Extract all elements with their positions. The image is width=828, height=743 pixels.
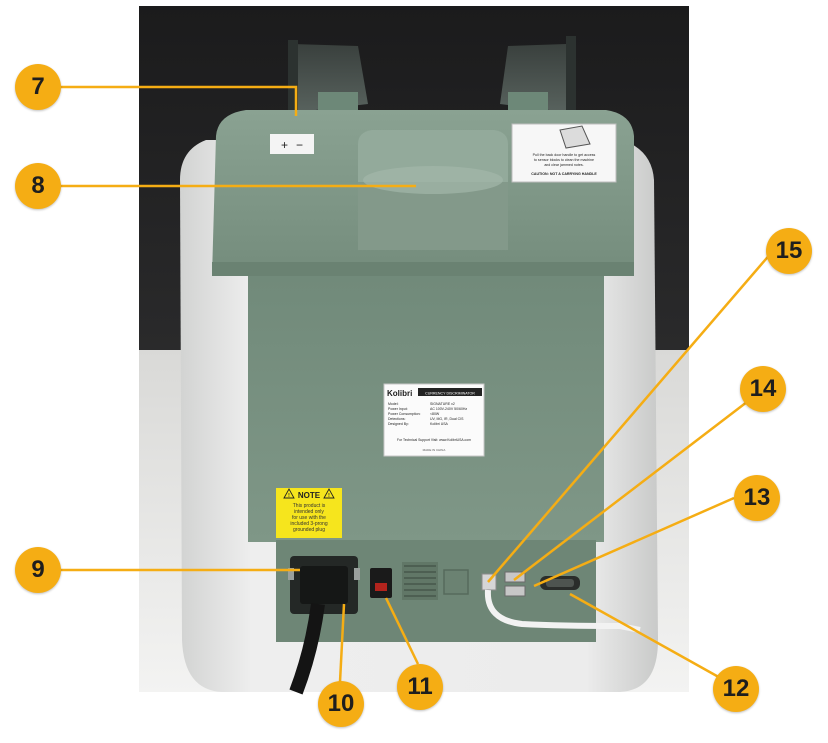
warning-line-2: to sensor blocks to clean the machine bbox=[534, 158, 594, 162]
warning-line-3: and clear jammed notes. bbox=[544, 163, 583, 167]
power-switch bbox=[370, 568, 392, 598]
note-line-4: included 3-prong bbox=[290, 521, 327, 527]
callout-10: 10 bbox=[318, 681, 364, 727]
callout-15: 15 bbox=[766, 228, 812, 274]
label-support: For Technical Support Visit: www.Kolibri… bbox=[397, 438, 471, 442]
callout-8: 8 bbox=[15, 163, 61, 209]
label-key-2: Power Consumption: bbox=[388, 412, 421, 416]
leader-line-12 bbox=[569, 592, 725, 682]
label-value-1: AC 100V-240V 50/60Hz bbox=[430, 407, 467, 411]
note-line-2: intended only bbox=[294, 509, 324, 515]
label-key-1: Power Input: bbox=[388, 407, 408, 411]
leader-line-13 bbox=[533, 496, 735, 588]
note-line-3: for use with the bbox=[292, 515, 326, 521]
leader-line-7 bbox=[58, 85, 298, 116]
label-header: CURRENCY DISCRIMINATOR bbox=[425, 392, 475, 396]
label-key-3: Detections: bbox=[388, 417, 406, 421]
callout-11: 11 bbox=[397, 664, 443, 710]
back-door-handle bbox=[358, 130, 508, 250]
leader-line-15 bbox=[487, 251, 773, 583]
rear-ports bbox=[443, 569, 641, 633]
tension-minus-text: − bbox=[296, 138, 303, 152]
tension-plus-text: + bbox=[281, 138, 288, 152]
callout-14: 14 bbox=[740, 366, 786, 412]
note-line-5: grounded plug bbox=[293, 527, 325, 533]
warning-sticker: Pull the back door handle to get access … bbox=[511, 123, 617, 183]
warning-line-1: Pull the back door handle to get access bbox=[533, 153, 596, 157]
svg-text:!: ! bbox=[328, 493, 330, 499]
callout-12: 12 bbox=[713, 666, 759, 712]
product-label: Kolibri CURRENCY DISCRIMINATOR Model: SI… bbox=[383, 383, 485, 457]
svg-text:!: ! bbox=[288, 493, 290, 499]
label-value-0: SIGNATURE v2 bbox=[430, 402, 455, 406]
callout-9: 9 bbox=[15, 547, 61, 593]
note-line-1: This product is bbox=[293, 503, 326, 509]
label-value-2: <80W bbox=[430, 412, 440, 416]
callout-7: 7 bbox=[15, 64, 61, 110]
warning-caution: CAUTION: NOT A CARRYING HANDLE bbox=[531, 172, 597, 176]
label-key-4: Designed By: bbox=[388, 422, 409, 426]
leader-lines bbox=[58, 85, 773, 683]
label-value-4: Kolibri USA bbox=[430, 422, 449, 426]
leader-line-10 bbox=[338, 603, 346, 683]
callout-13: 13 bbox=[734, 475, 780, 521]
note-title: NOTE bbox=[298, 491, 321, 500]
note-hoppers bbox=[288, 36, 576, 114]
tension-label: + − bbox=[270, 134, 314, 154]
vent-grille bbox=[402, 562, 438, 600]
label-key-0: Model: bbox=[388, 402, 399, 406]
note-sticker: ! ! NOTE This product is intended only f… bbox=[276, 488, 342, 538]
label-origin: MADE IN CHINA bbox=[423, 448, 446, 452]
label-brand: Kolibri bbox=[387, 389, 412, 398]
leader-line-14 bbox=[513, 391, 761, 581]
label-value-3: UV, MG, IR, Dual CIS bbox=[430, 417, 464, 421]
leader-line-11 bbox=[384, 597, 420, 665]
power-socket bbox=[288, 556, 360, 695]
